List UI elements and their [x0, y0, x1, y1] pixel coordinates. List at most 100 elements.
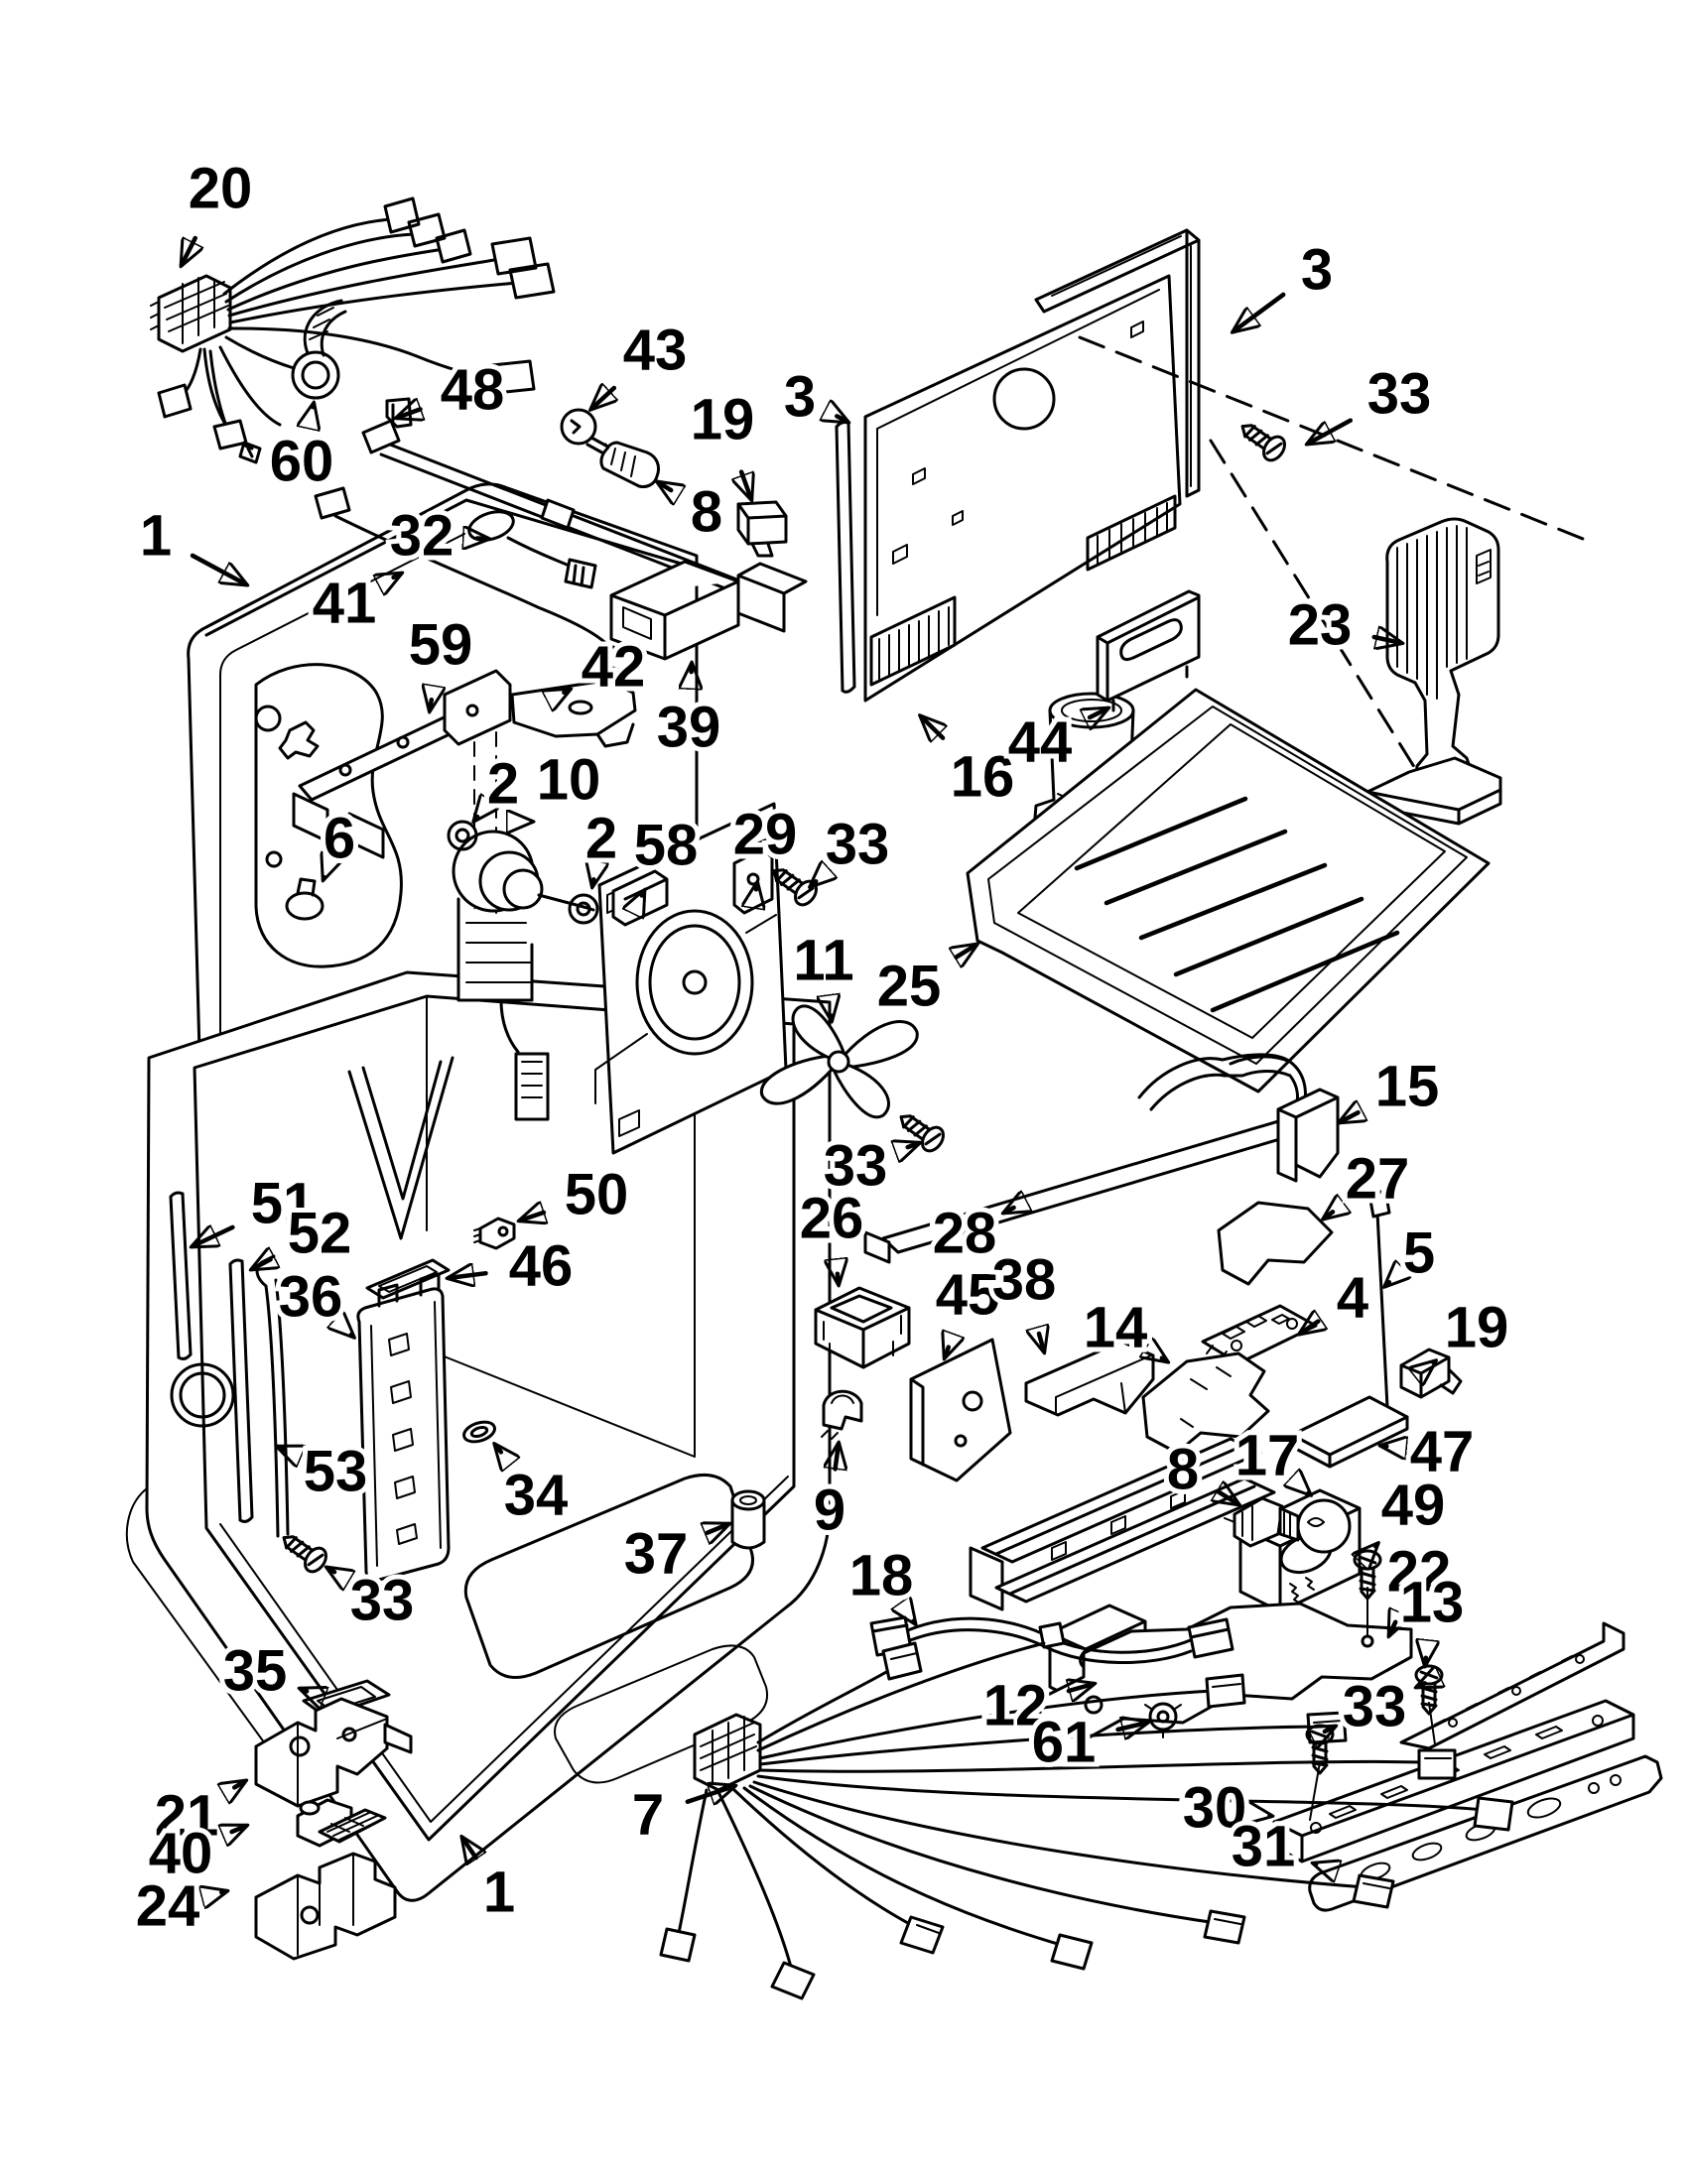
part-number-label: 23 [1288, 593, 1353, 658]
callout-3: 3 [779, 360, 847, 435]
part-number-label: 53 [304, 1440, 368, 1504]
callout-arrow-19 [741, 469, 751, 499]
callout-arrow-33 [811, 881, 816, 886]
bulb-socket-8-top [599, 441, 661, 488]
part-number-label: 39 [657, 696, 721, 760]
part-number-label: 3 [1301, 238, 1333, 303]
callout-arrow-46 [449, 1273, 488, 1278]
evaporator-fan-motor-10 [452, 830, 595, 1121]
part-number-label: 29 [733, 803, 798, 867]
callout-47: 47 [1381, 1415, 1479, 1489]
callout-61: 61 [1027, 1706, 1147, 1780]
callout-arrow-14 [1162, 1358, 1167, 1361]
callout-arrow-51 [193, 1227, 235, 1246]
callout-arrow-21 [234, 1781, 245, 1787]
part-number-label: 5 [1403, 1221, 1435, 1286]
callout-arrow-58 [642, 891, 644, 896]
callout-arrow-32 [477, 539, 488, 540]
callout-arrow-35 [301, 1689, 307, 1691]
part-number-label: 17 [1235, 1424, 1300, 1488]
bracket-59 [292, 669, 512, 859]
callout-arrow-2 [474, 817, 477, 821]
callout-16: 16 [921, 716, 1019, 815]
callout-arrow-4 [1300, 1322, 1318, 1334]
latch-40 [296, 1798, 387, 1848]
callout-28: 28 [928, 1202, 1014, 1271]
screws [275, 414, 1444, 1821]
callout-19: 19 [1434, 1291, 1513, 1363]
callout-arrow-28 [1004, 1208, 1014, 1213]
part-number-label: 24 [136, 1874, 200, 1939]
lamp-socket-8 [1224, 1496, 1284, 1548]
callout-arrow-31 [1314, 1863, 1316, 1864]
part-number-label: 42 [582, 635, 646, 700]
part-number-label: 14 [1084, 1296, 1148, 1360]
part-number-label: 45 [936, 1263, 1000, 1328]
callout-arrow-13 [1425, 1658, 1426, 1665]
part-number-label: 52 [288, 1202, 352, 1266]
callout-arrow-3 [1234, 292, 1286, 331]
wire-41 [314, 486, 637, 675]
callout-arrow-34 [495, 1445, 501, 1452]
callout-21: 21 [150, 1781, 245, 1854]
callout-4: 4 [1300, 1261, 1373, 1335]
callout-51: 51 [193, 1167, 320, 1247]
part-number-label: 2 [487, 752, 519, 817]
part-number-label: 44 [1008, 710, 1073, 775]
control-panel-30 [1272, 1699, 1635, 1863]
callout-arrow-8 [658, 482, 671, 490]
callout-33: 33 [1325, 1675, 1425, 1739]
fan-blade-11 [759, 1004, 919, 1119]
part-number-label: 19 [691, 388, 755, 452]
part-number-label: 30 [1183, 1776, 1247, 1841]
callout-41: 41 [308, 567, 401, 641]
callout-60: 60 [265, 404, 338, 499]
callout-arrow-48 [397, 409, 421, 418]
callout-33: 33 [819, 1129, 919, 1204]
lamp-bulb-17 [1278, 1498, 1352, 1554]
callout-arrow-33 [1417, 1683, 1425, 1687]
callout-arrow-50 [520, 1213, 544, 1220]
tube-51 [169, 1191, 193, 1360]
callout-17: 17 [1231, 1419, 1310, 1495]
callout-44: 44 [1003, 706, 1107, 780]
part-number-label: 41 [313, 572, 377, 636]
callout-arrow-37 [708, 1524, 728, 1533]
callout-31: 31 [1227, 1810, 1316, 1884]
callout-arrow-43 [591, 388, 614, 409]
callout-arrow-25 [957, 945, 976, 958]
part-number-label: 33 [1343, 1675, 1407, 1739]
callout-arrow-9 [836, 1444, 839, 1472]
clip-50 [473, 1217, 516, 1250]
part-number-label: 61 [1032, 1711, 1097, 1775]
thermistor-32 [467, 510, 597, 589]
part-number-label: 47 [1410, 1420, 1475, 1484]
callout-arrow-42 [564, 690, 570, 693]
callout-3: 3 [1234, 233, 1338, 332]
part-number-label: 10 [537, 748, 601, 813]
grommet-2a [447, 820, 478, 851]
callout-27: 27 [1324, 1142, 1414, 1220]
plate-45 [909, 1338, 1012, 1482]
callout-arrow-24 [221, 1891, 226, 1892]
callout-38: 38 [987, 1243, 1061, 1352]
callout-1: 1 [462, 1838, 520, 1930]
part-number-label: 11 [793, 929, 853, 993]
callout-arrow-29 [756, 883, 757, 889]
callout-34: 34 [495, 1445, 573, 1533]
callout-7: 7 [627, 1778, 734, 1853]
cover-44 [1096, 589, 1201, 712]
part-number-label: 25 [877, 955, 942, 1019]
part-number-label: 28 [933, 1202, 997, 1266]
part-number-label: 33 [824, 1134, 888, 1199]
part-number-label: 35 [223, 1639, 288, 1704]
part-number-label: 12 [983, 1674, 1048, 1738]
callout-59: 59 [404, 608, 477, 711]
part-number-label: 21 [155, 1784, 219, 1849]
part-number-label: 8 [691, 480, 722, 545]
part-number-label: 32 [390, 504, 454, 569]
part-number-label: 15 [1375, 1055, 1440, 1119]
callout-25: 25 [872, 945, 976, 1024]
callout-arrow-20 [182, 235, 195, 265]
